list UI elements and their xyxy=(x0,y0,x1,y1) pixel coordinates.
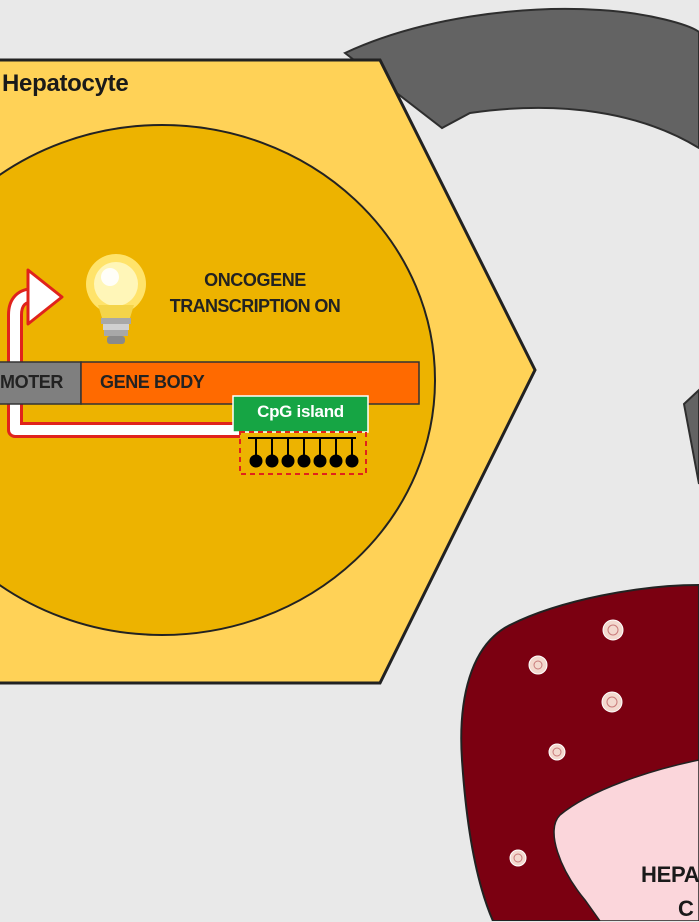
promoter-bar xyxy=(0,361,82,405)
hepatic-label-line2: C xyxy=(678,896,694,921)
transcription-arrow-icon xyxy=(7,268,240,438)
oncogene-label-line2: TRANSCRIPTION ON xyxy=(169,296,341,316)
methylation-region xyxy=(239,431,367,475)
cpg-island-box xyxy=(232,395,369,433)
methyl-group-icon xyxy=(248,437,359,468)
curved-arrow-head xyxy=(682,388,699,485)
cell-title: Hepatocyte xyxy=(2,70,129,97)
curved-arrow-top xyxy=(343,7,699,150)
oncogene-label-line1: ONCOGENE xyxy=(204,270,306,290)
gene-body-label: GENE BODY xyxy=(100,372,205,392)
liver-illustration xyxy=(460,583,699,921)
hepatic-label-line1: HEPA xyxy=(641,862,699,887)
promoter-label: MOTER xyxy=(0,372,63,392)
lightbulb-icon xyxy=(86,254,146,344)
cpg-island-label: CpG island xyxy=(257,402,344,421)
